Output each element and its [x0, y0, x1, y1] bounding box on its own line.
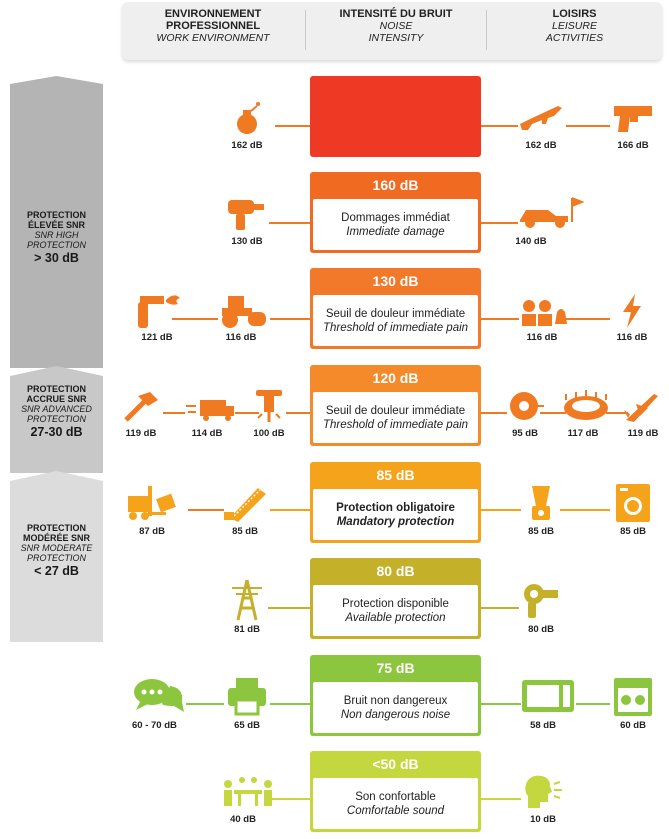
- connector: [481, 703, 521, 705]
- microwave-icon: 58 dB: [520, 676, 574, 731]
- connector: [275, 125, 310, 127]
- pistol-icon: 166 dB: [610, 98, 656, 151]
- forklift-icon: 87 dB: [124, 482, 176, 537]
- airplane-icon: 119 dB: [620, 386, 666, 439]
- road-roller-icon: 116 dB: [218, 292, 266, 343]
- connector: [481, 412, 507, 414]
- connector: [186, 703, 224, 705]
- connector: [540, 412, 566, 414]
- blowtorch-icon: 121 dB: [134, 292, 180, 343]
- race-car-icon: 140 dB: [515, 192, 584, 247]
- connector: [163, 412, 185, 414]
- pylon-icon: 81 dB: [224, 578, 270, 635]
- connector: [481, 607, 519, 609]
- stadium-icon: 117 dB: [560, 386, 608, 439]
- connector: [560, 509, 610, 511]
- printer-icon: 65 dB: [224, 676, 270, 731]
- header-divider: [305, 10, 306, 50]
- saw-icon: 85 dB: [222, 482, 268, 537]
- header-leisure: LOISIRS LEISURE ACTIVITIES: [545, 8, 604, 44]
- rifle-icon: 162 dB: [518, 98, 564, 151]
- connector: [576, 703, 610, 705]
- washing-machine-icon: 85 dB: [610, 482, 656, 537]
- drill-icon: 130 dB: [224, 192, 270, 247]
- connector: [270, 798, 310, 800]
- dishwasher-icon: 60 dB: [610, 676, 656, 731]
- connector: [268, 607, 310, 609]
- lightning-icon: 116 dB: [609, 292, 655, 343]
- meeting-icon: 40 dB: [220, 772, 272, 825]
- whisper-icon: 10 dB: [520, 772, 566, 825]
- connector: [235, 412, 259, 414]
- hammer-icon: 119 dB: [118, 388, 164, 439]
- grenade-icon: 162 dB: [224, 98, 270, 151]
- connector: [172, 318, 218, 320]
- truck-icon: 114 dB: [184, 388, 234, 439]
- header-work: ENVIRONNEMENT PROFESSIONNEL WORK ENVIRON…: [156, 8, 270, 44]
- hair-dryer-icon: 80 dB: [518, 578, 564, 635]
- connector: [566, 318, 610, 320]
- header-divider: [486, 10, 487, 50]
- connector: [481, 318, 519, 320]
- connector: [481, 509, 521, 511]
- header-intensity: INTENSITÉ DU BRUIT NOISE INTENSITY: [339, 8, 453, 44]
- connector: [270, 318, 310, 320]
- connector: [481, 125, 518, 127]
- connector: [606, 412, 628, 414]
- level-box-max: [310, 76, 481, 157]
- jackhammer-icon: 100 dB: [246, 386, 292, 439]
- connector: [481, 798, 521, 800]
- protection-arrow: [10, 76, 103, 642]
- blender-icon: 85 dB: [518, 482, 564, 537]
- connector: [188, 509, 224, 511]
- connector: [270, 703, 310, 705]
- bell-icon: 95 dB: [502, 386, 548, 439]
- connector: [566, 125, 610, 127]
- chat-icon: 60 - 70 dB: [130, 676, 184, 731]
- connector: [481, 222, 518, 224]
- connector: [286, 412, 310, 414]
- emergency-crew-icon: 116 dB: [519, 292, 567, 343]
- column-header: ENVIRONNEMENT PROFESSIONNEL WORK ENVIRON…: [122, 2, 662, 60]
- connector: [270, 509, 310, 511]
- connector: [269, 222, 310, 224]
